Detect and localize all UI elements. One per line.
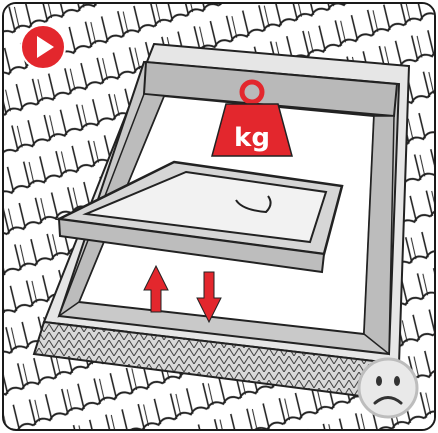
play-button[interactable] <box>20 24 66 70</box>
play-icon <box>20 24 66 70</box>
sad-face-icon <box>356 356 420 420</box>
weight-label: kg <box>234 123 270 153</box>
